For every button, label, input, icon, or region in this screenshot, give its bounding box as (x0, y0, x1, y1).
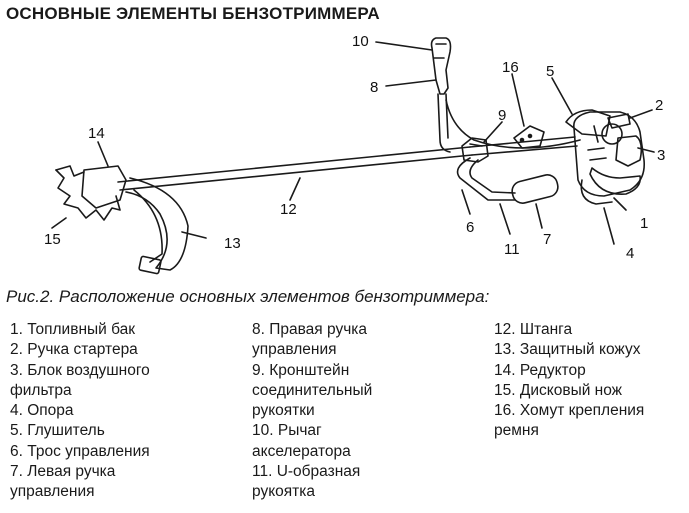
accelerator-lever (433, 43, 447, 59)
leader-14 (97, 141, 109, 167)
callout-6: 6 (466, 219, 474, 236)
legend-item: рукоятки (252, 402, 315, 420)
leader-6 (461, 189, 471, 215)
callout-8: 8 (370, 79, 378, 96)
callout-1: 1 (640, 215, 648, 232)
page-title: ОСНОВНЫЕ ЭЛЕМЕНТЫ БЕНЗОТРИММЕРА (6, 4, 380, 23)
legend-column-2: 8. Правая ручка управления 9. Кронштейн … (252, 320, 372, 503)
leader-5 (551, 77, 573, 115)
leader-12 (289, 177, 301, 201)
legend-item: управления (10, 483, 95, 501)
right-handle (430, 37, 452, 95)
callout-15: 15 (44, 231, 61, 248)
legend-item: 10. Рычаг (252, 422, 322, 440)
callout-11: 11 (504, 241, 520, 258)
guard-clip (138, 255, 162, 275)
leader-10 (375, 41, 433, 51)
legend-item: 4. Опора (10, 402, 74, 420)
muffler (565, 109, 611, 137)
protective-guard (125, 177, 189, 271)
callout-2: 2 (655, 97, 663, 114)
legend-item: рукоятка (252, 483, 316, 501)
callout-3: 3 (657, 147, 665, 164)
legend-item: 1. Топливный бак (10, 321, 136, 338)
legend-item: управления (252, 341, 337, 359)
legend-item: 2. Ручка стартера (10, 341, 138, 359)
handle-bar (437, 93, 451, 153)
leader-9 (483, 121, 503, 143)
leader-11 (499, 203, 511, 235)
leader-16 (511, 73, 525, 127)
legend-item: 5. Глушитель (10, 422, 105, 440)
callout-16: 16 (502, 59, 519, 76)
legend-item: соединительный (252, 381, 373, 399)
legend-item: 6. Трос управления (10, 442, 150, 460)
callout-4: 4 (626, 245, 634, 262)
callout-10: 10 (352, 33, 369, 50)
trimmer-drawing: 10 8 16 5 9 2 14 3 12 6 1 15 13 11 7 4 (44, 33, 665, 275)
legend-item: 8. Правая ручка (252, 321, 368, 338)
leader-2 (629, 109, 653, 119)
legend-item: 15. Дисковый нож (494, 381, 623, 399)
callout-5: 5 (546, 63, 554, 80)
belt-clamp (513, 125, 545, 149)
callout-12: 12 (280, 201, 297, 218)
legend-item: ремня (494, 422, 539, 440)
support (580, 179, 613, 205)
leader-7 (535, 203, 543, 229)
leader-1 (613, 197, 627, 211)
u-handle (456, 157, 516, 201)
callout-14: 14 (88, 125, 105, 142)
starter-handle (607, 113, 631, 129)
disc-blade (55, 169, 121, 221)
figure-caption: Рис.2. Расположение основных элементов б… (6, 287, 490, 306)
engine-body (573, 111, 646, 197)
starter (601, 123, 623, 145)
legend-item: 14. Редуктор (494, 361, 586, 379)
left-handle-grip (511, 174, 559, 204)
legend-item: 13. Защитный кожух (494, 341, 641, 359)
legend-item: 12. Штанга (494, 321, 573, 338)
legend-item: 9. Кронштейн (252, 361, 350, 379)
gearbox (81, 165, 127, 209)
legend-item: фильтра (10, 381, 72, 399)
u-handle-inner (469, 159, 516, 194)
leader-13 (181, 231, 207, 239)
legend-column-3: 12. Штанга 13. Защитный кожух 14. Редукт… (494, 320, 644, 442)
callout-13: 13 (224, 235, 241, 252)
leader-15 (51, 217, 67, 229)
legend-item: 3. Блок воздушного (10, 361, 150, 379)
control-cable (445, 99, 581, 149)
leader-3 (637, 147, 655, 153)
leader-8 (385, 79, 437, 87)
legend-item: 11. U-образная (252, 463, 361, 481)
legend-column-1: 1. Топливный бак 2. Ручка стартера 3. Бл… (10, 320, 150, 503)
legend-item: 16. Хомут крепления (494, 402, 645, 420)
callout-9: 9 (498, 107, 506, 124)
shaft (117, 146, 473, 191)
fuel-tank (589, 167, 642, 195)
legend-item: 7. Левая ручка (10, 463, 116, 481)
legend-item: акселератора (252, 442, 351, 460)
callout-7: 7 (543, 231, 551, 248)
leader-4 (603, 207, 615, 245)
